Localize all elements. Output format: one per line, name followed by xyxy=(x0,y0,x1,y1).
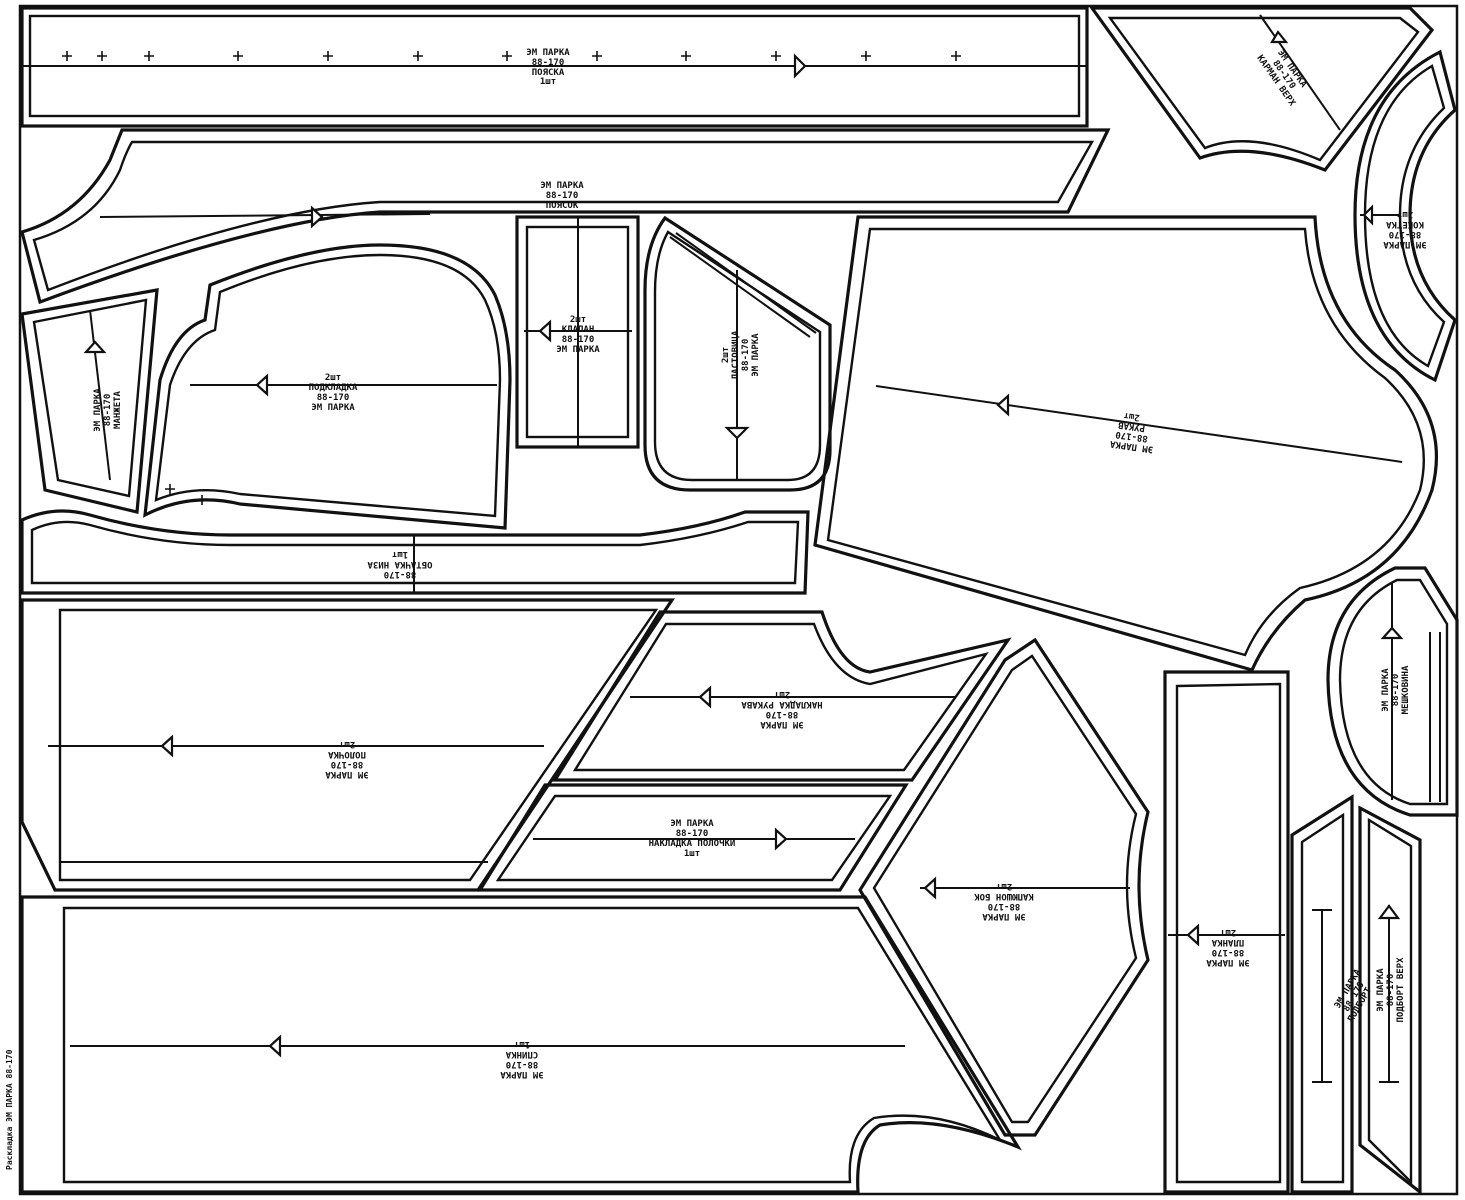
placket-label-3: 88-170 xyxy=(1212,947,1245,957)
sleeve-overlay-label-2: НАКЛАДКА РУКАВА xyxy=(741,699,823,709)
piece-placket: 2шт ПЛАНКА 88-170 ЭМ ПАРКА xyxy=(1163,670,1290,1194)
pocket-flap-label-3: 88-170 xyxy=(562,335,595,345)
piece-pocket-top: ЭМ ПАРКА 88-170 КАРМАН ВЕРХ xyxy=(1088,6,1435,172)
back-label-3: 88-170 xyxy=(506,1059,539,1069)
placket-label-1: 2шт xyxy=(1220,927,1236,937)
sleeve-label-1: 2шт xyxy=(1123,410,1140,422)
back-overlay-label-4: 1шт xyxy=(684,849,700,859)
facing-b-label-1: ЭМ ПАРКА xyxy=(1376,968,1386,1012)
piece-pocket-flap: 2шт КЛАПАН 88-170 ЭМ ПАРКА xyxy=(515,215,640,449)
back-label-4: ЭМ ПАРКА xyxy=(500,1069,544,1079)
front-label-1: 2шт xyxy=(339,739,355,749)
piece-sleeve-overlay: 2шт НАКЛАДКА РУКАВА 88-170 ЭМ ПАРКА xyxy=(552,610,1012,782)
piece-sleeve: 2шт РУКАВ 88-170 ЭМ ПАРКА xyxy=(813,215,1439,672)
piece-small-yoke: 2шт КОКЕТКА 88-170 ЭМ ПАРКА xyxy=(1353,49,1457,383)
small-yoke-label-4: ЭМ ПАРКА xyxy=(1383,239,1427,249)
sleeve-label-3: 88-170 xyxy=(1115,429,1149,443)
gusset-label-4: ЭМ ПАРКА xyxy=(751,333,761,377)
piece-hood-strip: ЭМ ПАРКА 88-170 ПОЯСОК xyxy=(20,128,1111,305)
belt-label-2: 88-170 xyxy=(532,58,565,68)
pocket-bag-label-3: МЕШКОВИНА xyxy=(1401,665,1411,714)
hood-side-label-2: КАПЮШОН БОК xyxy=(974,891,1034,901)
sleeve-label-2: РУКАВ xyxy=(1117,419,1146,433)
gusset-label-3: 88-170 xyxy=(741,339,751,372)
piece-facing-b: ЭМ ПАРКА 88-170 ПОДБОРТ ВЕРХ xyxy=(1358,805,1422,1196)
pocket-flap-label-4: ЭМ ПАРКА xyxy=(556,345,600,355)
front-label-2: ПОЛОЧКА xyxy=(327,749,366,759)
back-overlay-label-3: НАКЛАДКА ПОЛОЧКИ xyxy=(649,839,736,849)
placket-label-2: ПЛАНКА xyxy=(1211,937,1244,947)
piece-belt: ЭМ ПАРКА 88-170 ПОЯСКА 1шт xyxy=(20,6,1089,128)
facing-b-label-2: 88-170 xyxy=(1386,974,1396,1007)
hem-facing-label-1: 1шт xyxy=(392,549,408,559)
cuff-label-2: 88-170 xyxy=(103,394,113,427)
gusset-label-2: ЛАСТОВИЦА xyxy=(731,330,741,379)
lining-label-1: 2шт xyxy=(325,373,341,383)
piece-hood-side: 2шт КАПЮШОН БОК 88-170 ЭМ ПАРКА xyxy=(858,637,1150,1137)
piece-pocket-bag: ЭМ ПАРКА 88-170 МЕШКОВИНА xyxy=(1326,566,1459,817)
small-yoke-label-3: 88-170 xyxy=(1389,229,1422,239)
gusset-label-1: 2шт xyxy=(721,347,731,363)
pocket-bag-label-1: ЭМ ПАРКА xyxy=(1381,668,1391,712)
piece-cuff: ЭМ ПАРКА 88-170 МАНЖЕТА xyxy=(20,288,159,514)
marker-frame xyxy=(18,4,1459,1196)
piece-lining: 2шт ПОДКЛАДКА 88-170 ЭМ ПАРКА xyxy=(143,243,512,530)
hood-side-label-1: 2шт xyxy=(996,881,1012,891)
lining-label-4: ЭМ ПАРКА xyxy=(311,403,355,413)
hem-facing-label-2: ОБТАЧКА НИЗА xyxy=(367,559,433,569)
back-overlay-label-1: ЭМ ПАРКА xyxy=(670,819,714,829)
sleeve-overlay-label-3: 88-170 xyxy=(766,709,799,719)
facing-b-label-3: ПОДБОРТ ВЕРХ xyxy=(1396,957,1406,1023)
belt-label-4: 1шт xyxy=(540,77,556,87)
placket-label-4: ЭМ ПАРКА xyxy=(1206,957,1250,967)
back-label-1: 1шт xyxy=(514,1039,530,1049)
belt-label-1: ЭМ ПАРКА xyxy=(526,48,570,58)
marker-side-note: Раскладка ЭМ ПАРКА 88-170 xyxy=(5,1049,14,1170)
hood-side-label-4: ЭМ ПАРКА xyxy=(982,911,1026,921)
hood-strip-label-1: ЭМ ПАРКА xyxy=(540,181,584,191)
hood-strip-label-3: ПОЯСОК xyxy=(546,201,579,211)
hood-side-label-3: 88-170 xyxy=(988,901,1021,911)
piece-front: 2шт ПОЛОЧКА 88-170 ЭМ ПАРКА xyxy=(20,598,675,892)
sleeve-overlay-label-1: 2шт xyxy=(774,689,790,699)
lining-label-2: ПОДКЛАДКА xyxy=(309,383,358,393)
back-label-2: СПИНКА xyxy=(505,1049,538,1059)
piece-hem-facing: 1шт ОБТАЧКА НИЗА 88-170 xyxy=(20,509,810,595)
back-overlay-label-2: 88-170 xyxy=(676,829,709,839)
piece-facing-a: ЭМ ПАРКА 88-170 ПОДБОРТ xyxy=(1290,794,1374,1194)
piece-back-overlay: ЭМ ПАРКА 88-170 НАКЛАДКА ПОЛОЧКИ 1шт xyxy=(477,783,909,892)
piece-back: 1шт СПИНКА 88-170 ЭМ ПАРКА xyxy=(20,895,1022,1194)
small-yoke-label-2: КОКЕТКА xyxy=(1385,219,1424,229)
sleeve-overlay-label-4: ЭМ ПАРКА xyxy=(760,719,804,729)
pocket-flap-label-1: 2шт xyxy=(570,315,586,325)
cuff-label-1: ЭМ ПАРКА xyxy=(93,388,103,432)
front-label-3: 88-170 xyxy=(331,759,364,769)
belt-label-3: ПОЯСКА xyxy=(532,68,565,78)
front-label-4: ЭМ ПАРКА xyxy=(325,769,369,779)
hem-facing-label-3: 88-170 xyxy=(384,569,417,579)
pocket-flap-label-2: КЛАПАН xyxy=(562,325,595,335)
pocket-bag-label-2: 88-170 xyxy=(1391,674,1401,707)
lining-label-3: 88-170 xyxy=(317,393,350,403)
small-yoke-label-1: 2шт xyxy=(1397,209,1413,219)
cuff-label-3: МАНЖЕТА xyxy=(113,390,123,429)
piece-gusset: 2шт ЛАСТОВИЦА 88-170 ЭМ ПАРКА xyxy=(643,215,832,492)
hood-strip-label-2: 88-170 xyxy=(546,191,579,201)
